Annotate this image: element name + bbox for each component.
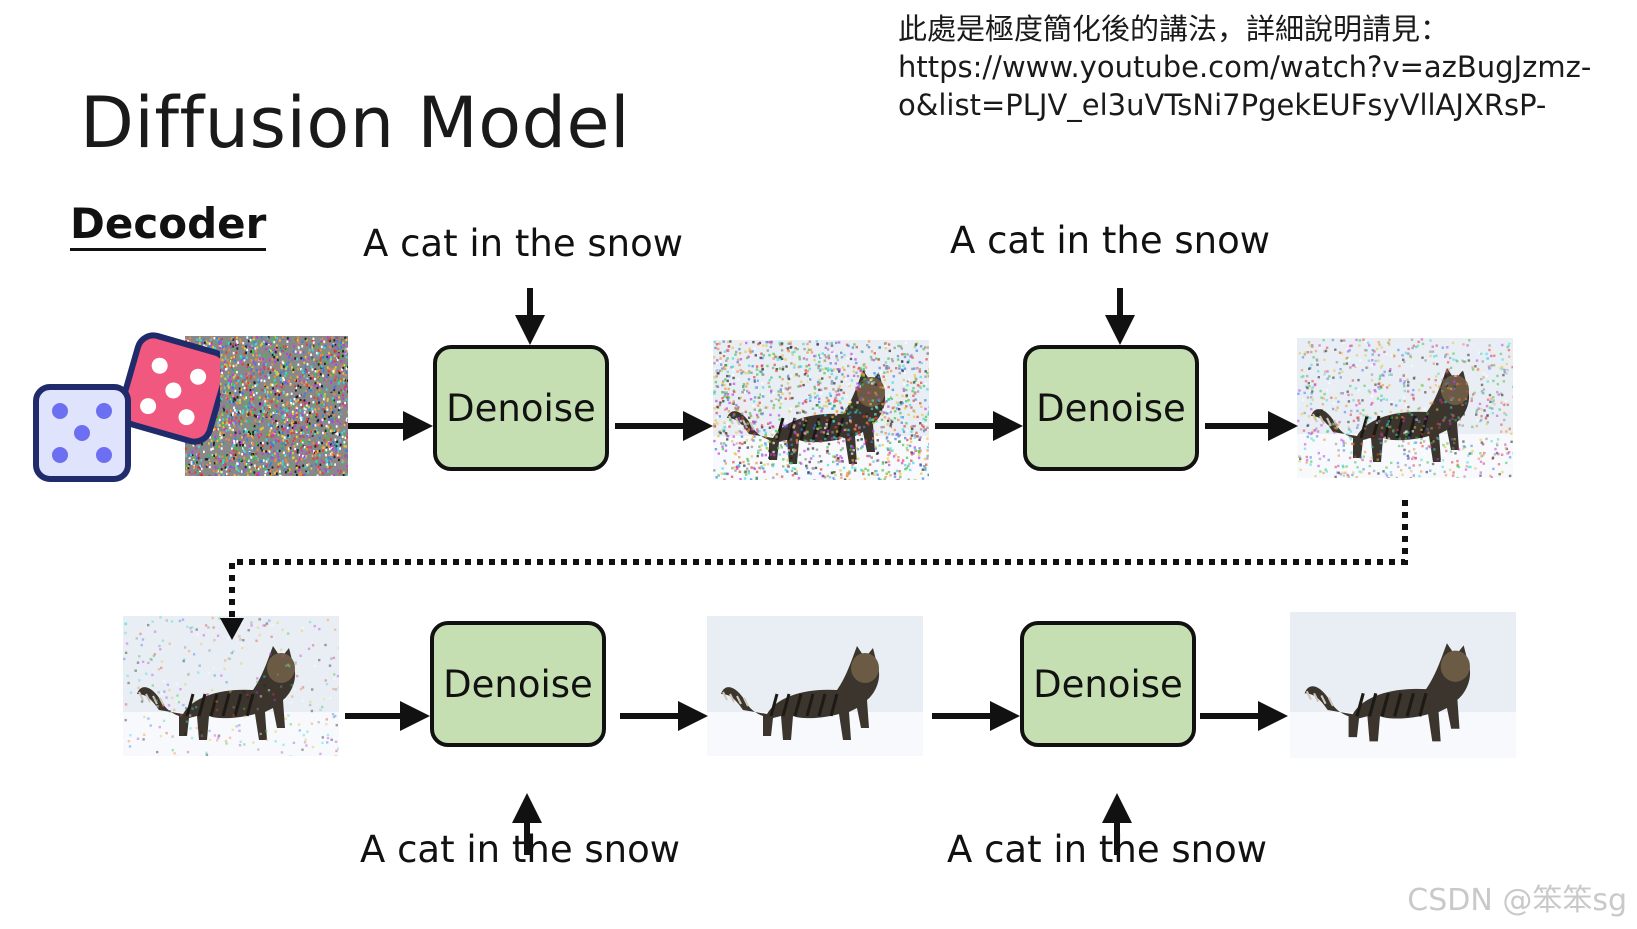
denoise-box-2: Denoise [1023, 345, 1199, 471]
note-line-2: https://www.youtube.com/watch?v=azBugJzm… [898, 50, 1592, 84]
note-line-3: o&list=PLJV_el3uVTsNi7PgekEUFsyVllAJXRsP… [898, 88, 1547, 122]
denoise-box-4: Denoise [1020, 621, 1196, 747]
denoise-box-3: Denoise [430, 621, 606, 747]
cat-image-step-2 [1297, 338, 1513, 478]
pink-die-icon [117, 332, 220, 445]
prompt-caption-3: A cat in the snow [360, 828, 680, 871]
cat-image-step-3 [123, 616, 339, 756]
prompt-caption-2: A cat in the snow [950, 219, 1270, 262]
cat-image-step-5 [1290, 612, 1516, 758]
reference-note: 此處是極度簡化後的講法，詳細說明請見： https://www.youtube.… [898, 10, 1628, 124]
blue-die-icon [33, 384, 131, 482]
denoise-box-1: Denoise [433, 345, 609, 471]
dotted-connector-head [220, 618, 244, 640]
note-line-1: 此處是極度簡化後的講法，詳細說明請見： [898, 12, 1450, 46]
watermark: CSDN @笨笨sg [1407, 883, 1627, 918]
dotted-connector [229, 500, 1408, 618]
page-title: Diffusion Model [80, 82, 631, 164]
section-label-decoder: Decoder [70, 200, 267, 251]
cat-image-step-1 [713, 340, 929, 480]
prompt-caption-4: A cat in the snow [947, 828, 1267, 871]
prompt-caption-1: A cat in the snow [363, 222, 683, 265]
dice-icon [33, 332, 220, 482]
cat-image-step-4 [707, 616, 923, 756]
